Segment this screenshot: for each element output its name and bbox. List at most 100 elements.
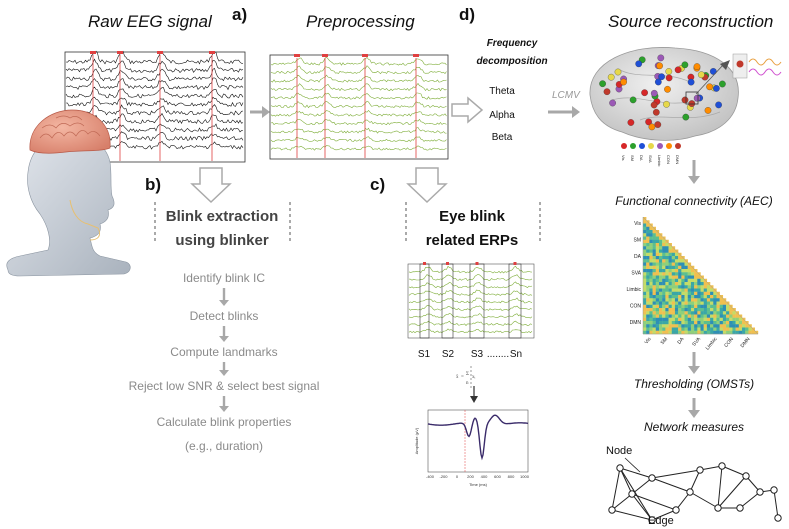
fc-cell — [697, 304, 701, 309]
fc-cell — [655, 321, 660, 325]
fc-col-label: Limbic — [705, 336, 719, 351]
fc-cell — [722, 308, 727, 312]
fc-cell — [687, 301, 692, 305]
fc-cell — [678, 265, 682, 270]
fc-cell — [687, 317, 692, 322]
fc-cell — [687, 314, 692, 318]
source-dot — [664, 85, 671, 93]
panel-a-letter: a) — [232, 5, 247, 24]
fc-cell — [681, 285, 685, 289]
fc-cell — [646, 246, 650, 250]
eeg-trace — [65, 58, 244, 73]
fc-cell — [658, 278, 663, 283]
fc-cell — [668, 282, 672, 286]
fc-cell — [719, 298, 724, 302]
eeg-trace — [65, 77, 244, 91]
fc-cell — [694, 311, 698, 315]
graph-edge — [619, 467, 653, 479]
fc-cell — [655, 239, 660, 244]
fc-cell — [649, 265, 653, 270]
fc-cell — [697, 317, 701, 322]
fc-cell — [662, 288, 666, 292]
source-dot — [693, 94, 701, 102]
fc-row-label: DA — [634, 254, 642, 260]
fc-cell — [655, 330, 660, 335]
fc-cell — [697, 278, 701, 283]
segmented-eeg-plot — [407, 262, 535, 339]
fc-cell — [681, 291, 685, 296]
erp-xtick: 200 — [467, 474, 474, 479]
fc-cell — [678, 327, 682, 331]
fc-cell — [652, 262, 656, 266]
fc-cell — [678, 256, 682, 260]
fc-cell — [735, 317, 740, 322]
fc-cell — [716, 311, 720, 315]
fc-cell — [694, 301, 698, 305]
fc-cell — [652, 265, 656, 270]
fc-cell — [652, 272, 656, 276]
fc-cell — [655, 285, 660, 289]
fc-cell — [719, 308, 724, 312]
fc-cell — [674, 308, 679, 312]
eeg-trace — [270, 118, 447, 126]
hollow-arrow-icon — [406, 167, 448, 204]
legend-label: Limbic — [657, 155, 662, 167]
fc-cell — [684, 262, 688, 266]
graph-node — [686, 488, 694, 496]
fc-cell — [678, 291, 682, 296]
fc-cell — [706, 330, 711, 335]
fc-cell — [681, 324, 685, 328]
fc-cell — [655, 301, 660, 305]
fc-cell — [658, 314, 663, 318]
fc-cell — [662, 330, 666, 335]
fc-cell — [713, 314, 717, 318]
event-marker-label — [157, 51, 163, 54]
fc-cell — [710, 311, 714, 315]
graph-edge — [689, 491, 719, 509]
fc-cell — [662, 311, 666, 315]
fc-cell — [662, 243, 666, 247]
fc-cell — [678, 324, 682, 328]
event-marker-label — [322, 54, 328, 57]
fc-cell — [646, 230, 650, 234]
fc-cell — [665, 256, 669, 260]
fc-cell — [681, 327, 685, 331]
graph-edge — [651, 469, 701, 479]
fc-cell — [732, 311, 736, 315]
source-dot — [635, 60, 643, 68]
fc-cell — [668, 295, 672, 299]
fc-cell — [671, 314, 676, 318]
erp-xtick: -400 — [426, 474, 435, 479]
fc-cell — [684, 304, 688, 309]
legend-dot — [657, 143, 663, 149]
fc-cell — [738, 330, 743, 335]
fc-cell — [649, 304, 653, 309]
fc-cell — [649, 233, 653, 237]
fc-cell — [671, 252, 676, 257]
fc-cell — [690, 324, 695, 328]
fc-cell — [722, 330, 727, 335]
fc-cell — [646, 243, 650, 247]
fc-cell — [646, 298, 650, 302]
fc-cell — [643, 295, 647, 299]
eeg-trace — [270, 100, 447, 109]
graph-edge — [717, 465, 723, 509]
fc-cell — [674, 295, 679, 299]
arrow-head-icon — [688, 410, 700, 418]
fc-cell — [706, 314, 711, 318]
fc-cell — [652, 278, 656, 283]
fc-cell — [694, 330, 698, 335]
fc-cell — [665, 327, 669, 331]
erp-xtick: 400 — [481, 474, 488, 479]
fc-cell — [719, 324, 724, 328]
fc-cell — [722, 301, 727, 305]
fc-cell — [665, 321, 669, 325]
fc-cell — [655, 314, 660, 318]
fc-cell — [668, 288, 672, 292]
fc-cell — [690, 282, 695, 286]
arrow-head-icon — [688, 176, 700, 184]
fc-cell — [713, 321, 717, 325]
fc-cell — [687, 291, 692, 296]
step-5: Calculate blink properties — [157, 415, 292, 429]
